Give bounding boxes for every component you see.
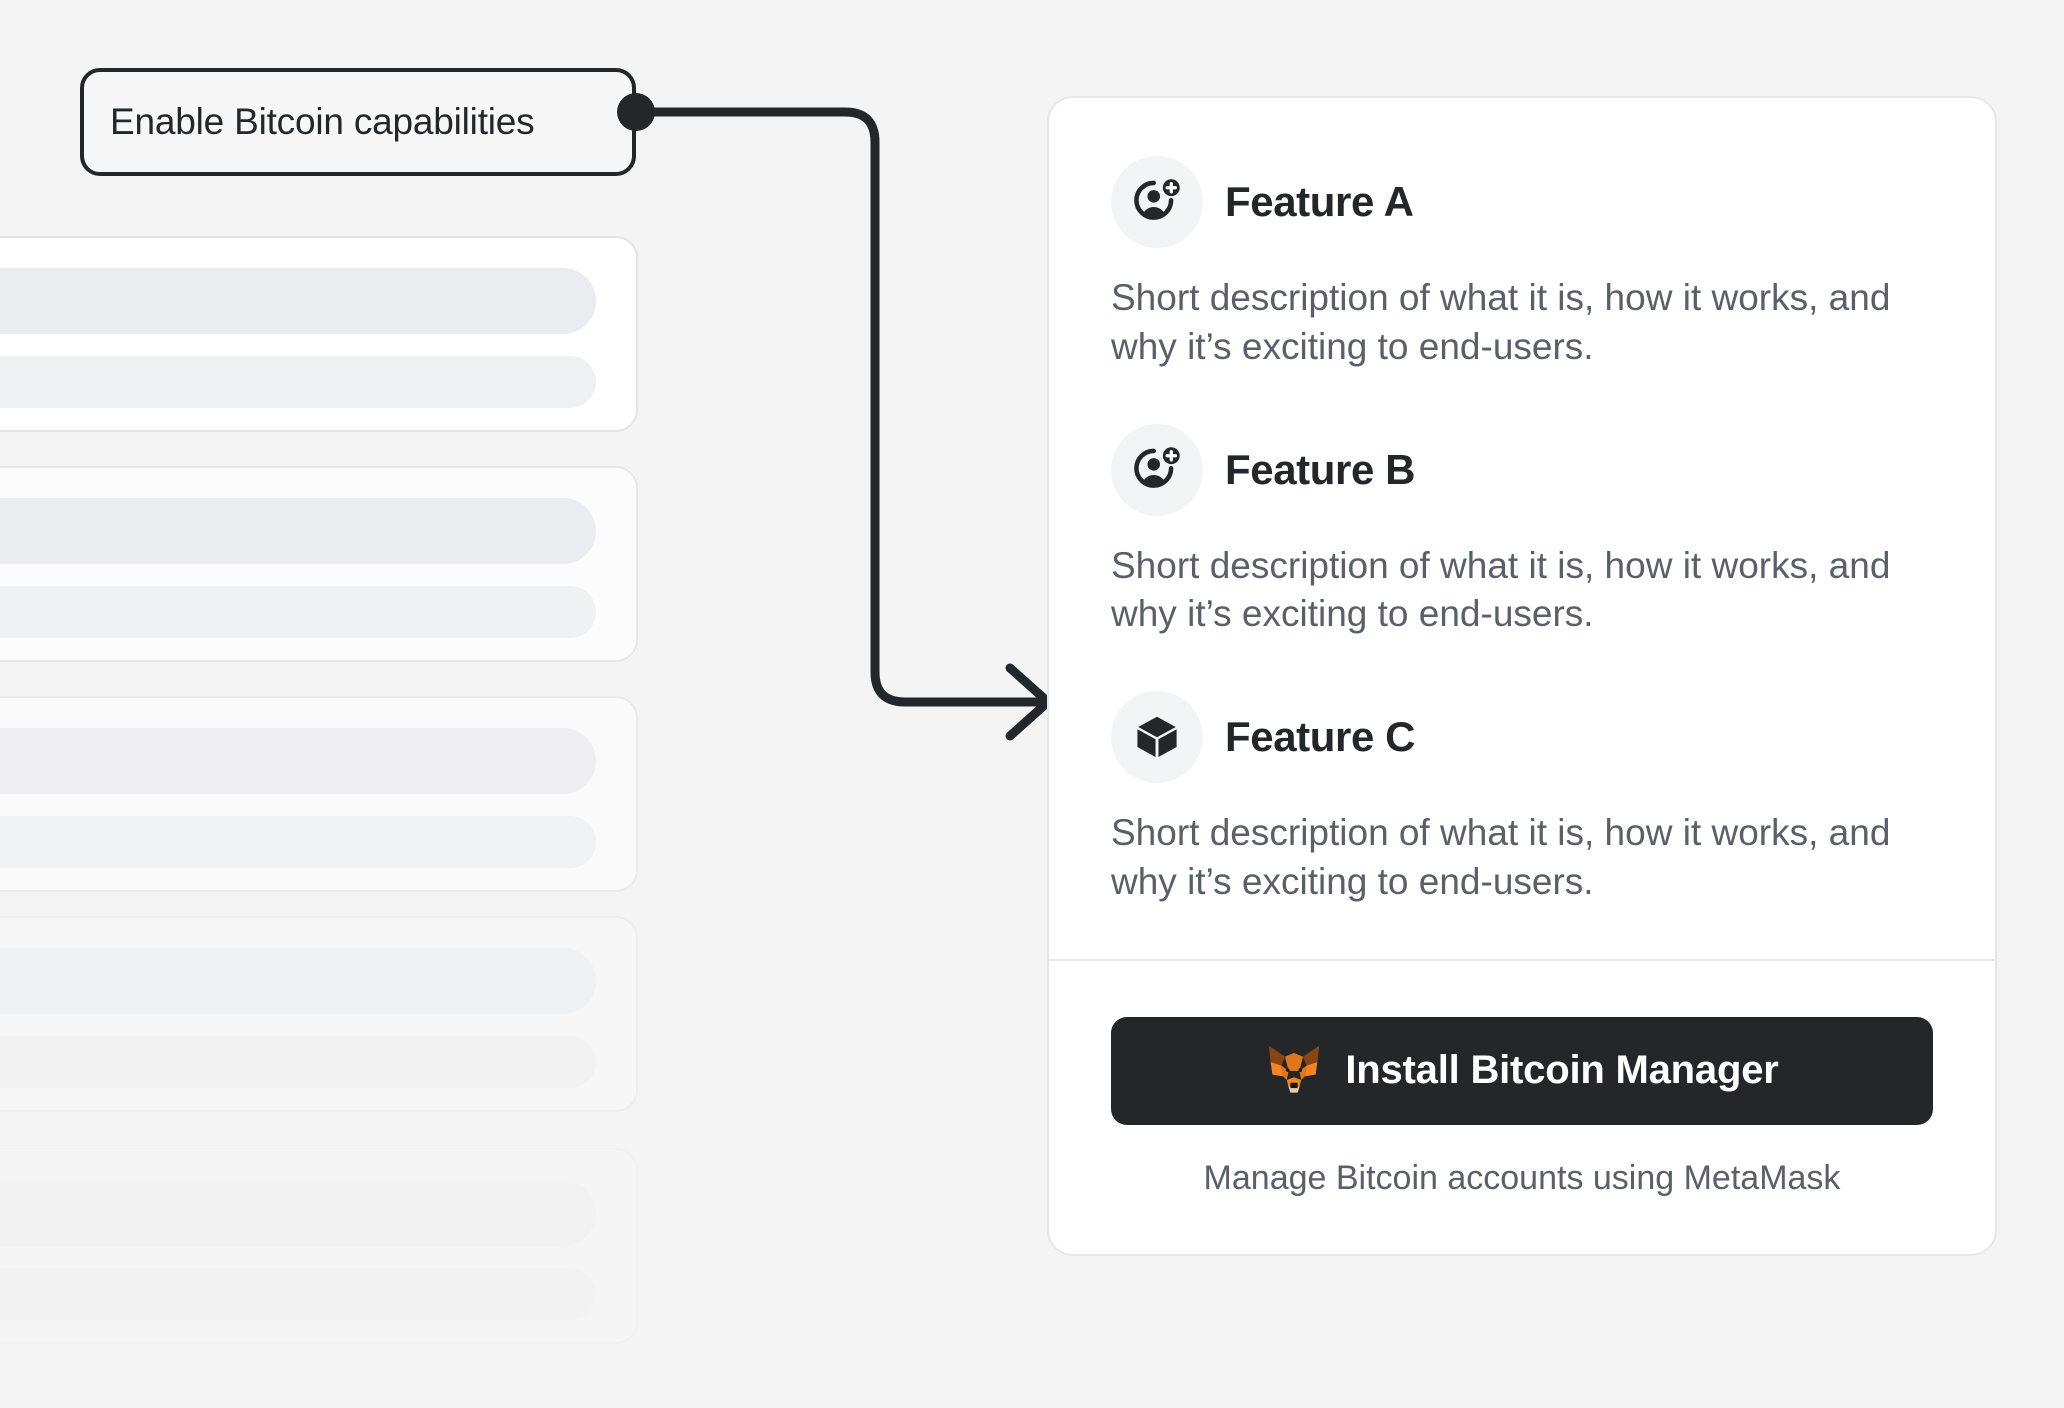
feature-card: Feature A Short description of what it i…: [1047, 96, 1997, 1256]
annotation-callout: Enable Bitcoin capabilities: [80, 68, 636, 176]
skeleton-bar-secondary: [0, 816, 596, 868]
metamask-fox-icon: [1265, 1044, 1323, 1098]
feature-item-c: Feature C Short description of what it i…: [1111, 691, 1933, 907]
skeleton-bar-primary: [0, 1180, 596, 1246]
skeleton-bar-primary: [0, 728, 596, 794]
list-item: [0, 696, 638, 892]
card-footer: Install Bitcoin Manager Manage Bitcoin a…: [1049, 961, 1995, 1254]
feature-description: Short description of what it is, how it …: [1111, 544, 1891, 635]
feature-list: Feature A Short description of what it i…: [1049, 98, 1995, 959]
feature-title: Feature A: [1225, 178, 1414, 225]
feature-description: Short description of what it is, how it …: [1111, 812, 1891, 903]
divider: [1049, 958, 1995, 961]
skeleton-bar-primary: [0, 268, 596, 334]
feature-description: Short description of what it is, how it …: [1111, 277, 1891, 367]
annotation-label: Enable Bitcoin capabilities: [110, 101, 535, 142]
feature-heading-row: Feature C: [1111, 691, 1933, 784]
install-bitcoin-manager-button[interactable]: Install Bitcoin Manager: [1111, 1016, 1933, 1125]
skeleton-bar-secondary: [0, 1036, 596, 1088]
install-button-label: Install Bitcoin Manager: [1345, 1048, 1779, 1093]
feature-heading-row: Feature A: [1111, 156, 1933, 248]
feature-item-a: Feature A Short description of what it i…: [1111, 156, 1933, 372]
skeleton-bar-primary: [0, 948, 596, 1014]
feature-title: Feature C: [1225, 713, 1416, 761]
feature-item-b: Feature B Short description of what it i…: [1111, 423, 1933, 640]
footer-note: Manage Bitcoin accounts using MetaMask: [1203, 1158, 1841, 1197]
cube-icon: [1111, 691, 1203, 784]
user-add-icon: [1111, 156, 1203, 248]
skeleton-bar-secondary: [0, 586, 596, 638]
feature-title: Feature B: [1225, 445, 1416, 493]
skeleton-bar-secondary: [0, 1268, 596, 1320]
skeleton-bar-secondary: [0, 356, 596, 408]
list-item: [0, 466, 638, 662]
list-item: [0, 1148, 638, 1344]
list-item: [0, 236, 638, 432]
feature-heading-row: Feature B: [1111, 423, 1933, 516]
list-item: [0, 916, 638, 1112]
skeleton-bar-primary: [0, 498, 596, 564]
user-add-icon: [1111, 423, 1203, 516]
